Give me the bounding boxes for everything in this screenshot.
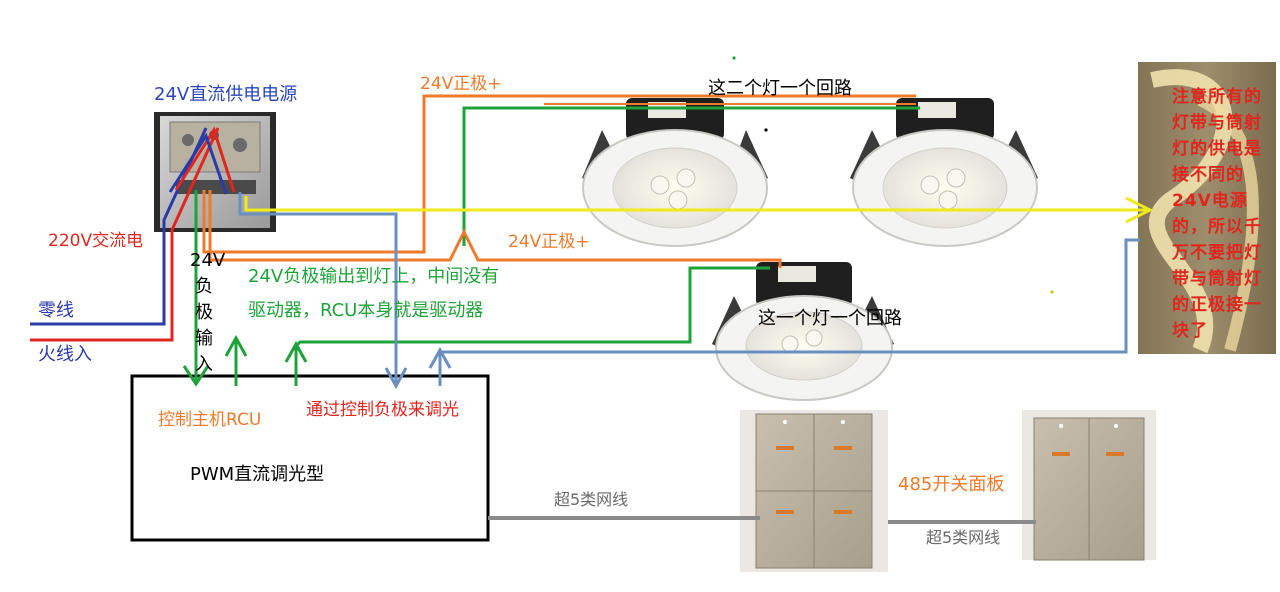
network-cable-2-label: 超5类网线	[926, 528, 1001, 547]
strip-note: 注意所有的灯带与筒射灯的供电是接不同的24V电源的，所以千万不要把灯带与筒射灯的…	[1172, 87, 1262, 341]
strip-supply-wire	[244, 196, 1150, 212]
control-wire-2	[438, 238, 1140, 386]
neutral-label: 零线	[38, 300, 74, 321]
positive-mid-label: 24V正极+	[508, 232, 590, 252]
switch-panel-label: 485开关面板	[898, 474, 1005, 495]
switch-panel-1	[740, 410, 888, 572]
controller-box	[130, 374, 490, 542]
negative-out-wire-2	[294, 266, 770, 386]
power-supply-label: 24V直流供电电源	[154, 84, 298, 105]
controller-control-note: 通过控制负极来调光	[306, 400, 459, 420]
positive-top-label: 24V正极+	[420, 74, 502, 94]
downlight-1	[582, 98, 768, 247]
downlight-3	[712, 262, 894, 401]
positive-wire-top	[202, 94, 916, 254]
live-label: 火线入	[38, 344, 92, 365]
negative-note-line2: 驱动器，RCU本身就是驱动器	[248, 300, 484, 321]
led-strip-photo	[1138, 62, 1276, 354]
negative-input-label: 24V负极输入	[190, 250, 226, 375]
control-wire-1	[238, 192, 398, 384]
ac-input-label: 220V交流电	[48, 231, 144, 251]
network-cable-1-label: 超5类网线	[554, 490, 629, 509]
negative-note-line1: 24V负极输出到灯上，中间没有	[248, 266, 500, 287]
negative-out-wire-3	[462, 106, 920, 246]
switch-panel-2	[1022, 410, 1156, 561]
controller-name: 控制主机RCU	[158, 410, 262, 430]
ac-live-wire	[30, 127, 220, 342]
circuit-one-label: 这一个灯一个回路	[758, 308, 902, 329]
downlight-2	[850, 98, 1038, 247]
circuit-two-label: 这二个灯一个回路	[708, 78, 852, 99]
positive-wire-mid	[208, 190, 782, 268]
controller-type: PWM直流调光型	[190, 464, 325, 485]
